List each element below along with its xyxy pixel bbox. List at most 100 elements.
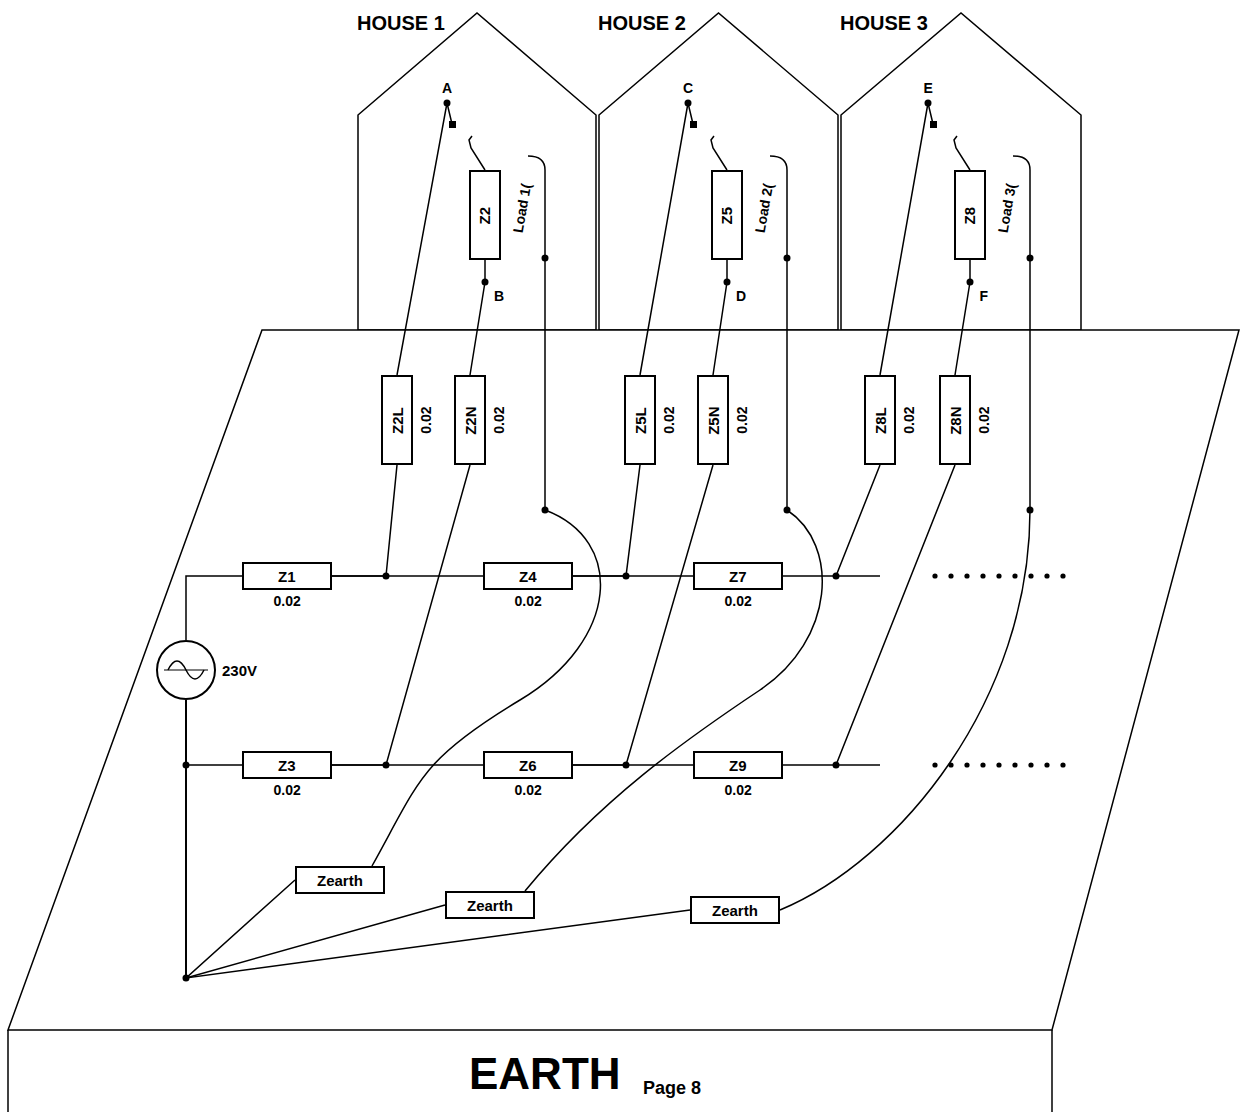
house-title: HOUSE 2 xyxy=(598,12,686,35)
continuation-dot xyxy=(996,762,1001,767)
wire xyxy=(186,700,445,978)
resistor-symbol: Z30.02 xyxy=(242,751,332,779)
house-title: HOUSE 3 xyxy=(840,12,928,35)
resistor-symbol: Z2N0.02 xyxy=(454,375,486,465)
wire xyxy=(470,260,485,375)
impedance-value: 0.02 xyxy=(515,782,542,798)
earth-title: EARTH xyxy=(469,1049,621,1100)
earth-slab-side xyxy=(7,1030,9,1112)
junction-dot xyxy=(784,507,791,514)
earth-resistor: Zearth xyxy=(295,866,385,894)
wire xyxy=(573,465,640,576)
terminal-label: C xyxy=(683,80,693,96)
impedance-value: 0.02 xyxy=(490,406,506,433)
component-label: Z6 xyxy=(519,757,537,774)
impedance-value: 0.02 xyxy=(274,593,301,609)
impedance-value: 0.02 xyxy=(725,593,752,609)
resistor-symbol: Z5N0.02 xyxy=(697,375,729,465)
component-label: Z4 xyxy=(519,568,537,585)
load-bracket xyxy=(770,156,787,258)
sine-wave xyxy=(168,661,204,679)
wire xyxy=(186,700,242,765)
continuation-dot xyxy=(948,762,953,767)
terminal-label: F xyxy=(980,288,989,304)
component-label: Z2 xyxy=(476,206,493,224)
load-bracket xyxy=(1013,156,1030,258)
load-label: Load 2( xyxy=(752,182,776,234)
wire xyxy=(573,465,713,765)
sine-symbol xyxy=(158,642,214,698)
wire xyxy=(783,465,955,765)
terminal-label: B xyxy=(494,288,504,304)
continuation-dot xyxy=(1028,762,1033,767)
house-title: HOUSE 1 xyxy=(357,12,445,35)
resistor-symbol: Z8N0.02 xyxy=(939,375,971,465)
component-label: Z7 xyxy=(729,568,747,585)
resistor-symbol: Z2L0.02 xyxy=(381,375,413,465)
component-label: Z5 xyxy=(718,206,735,224)
load-bracket xyxy=(528,156,545,258)
switch-contact xyxy=(690,121,697,128)
component-label: Z1 xyxy=(278,568,296,585)
ground-plane xyxy=(8,330,1239,1030)
impedance-value: 0.02 xyxy=(515,593,542,609)
component-label: Z8 xyxy=(961,206,978,224)
terminal-label: E xyxy=(924,80,933,96)
continuation-dot xyxy=(1012,573,1017,578)
resistor-symbol: Z8L0.02 xyxy=(864,375,896,465)
line-wire-continuation xyxy=(836,575,880,577)
wire xyxy=(332,465,397,576)
load-label: Load 3( xyxy=(995,182,1019,234)
junction-dot xyxy=(1027,255,1034,262)
earth-wire xyxy=(372,258,600,866)
wire xyxy=(186,576,242,640)
earth-wire xyxy=(780,258,1030,910)
component-label: Z5L xyxy=(631,407,648,434)
resistor-symbol: Z2 xyxy=(469,170,501,260)
wire xyxy=(332,465,470,765)
impedance-value: 0.02 xyxy=(660,406,676,433)
page-number: Page 8 xyxy=(643,1078,701,1099)
continuation-dot xyxy=(932,762,937,767)
continuation-dot xyxy=(1044,573,1049,578)
wire xyxy=(713,260,727,375)
continuation-dot xyxy=(1060,762,1065,767)
component-label: Z5N xyxy=(705,406,722,434)
continuation-dot xyxy=(964,762,969,767)
house-outline: Z8 HOUSE 3 xyxy=(840,12,1082,330)
resistor-symbol: Z40.02 xyxy=(483,562,573,590)
component-label: Z3 xyxy=(278,757,296,774)
resistor-symbol: Z60.02 xyxy=(483,751,573,779)
resistor-symbol: Z90.02 xyxy=(693,751,783,779)
neutral-wire-continuation xyxy=(836,764,880,766)
continuation-dot xyxy=(980,573,985,578)
impedance-value: 0.02 xyxy=(975,406,991,433)
continuation-dot xyxy=(1012,762,1017,767)
house-outline xyxy=(358,13,596,330)
continuation-dot xyxy=(1060,573,1065,578)
junction-dot xyxy=(784,255,791,262)
junction-dot xyxy=(542,507,549,514)
load-label: Load 1( xyxy=(510,182,534,234)
house-outline: Z2 HOUSE 1 xyxy=(357,12,597,330)
continuation-dot xyxy=(1044,762,1049,767)
switch-contact xyxy=(930,121,937,128)
resistor-symbol: Z10.02 xyxy=(242,562,332,590)
impedance-value: 0.02 xyxy=(900,406,916,433)
wire xyxy=(955,260,970,375)
component-label: Z8N xyxy=(947,406,964,434)
component-label: Z8L xyxy=(871,407,888,434)
terminal-label: A xyxy=(442,80,452,96)
wire xyxy=(783,465,880,576)
resistor-symbol: Z5L0.02 xyxy=(624,375,656,465)
house-outline xyxy=(599,13,838,330)
voltage-source: 230V xyxy=(156,640,216,700)
impedance-value: 0.02 xyxy=(417,406,433,433)
house-outline: Z5 HOUSE 2 xyxy=(598,12,839,330)
component-label: Zearth xyxy=(317,872,363,889)
wire xyxy=(186,700,295,978)
component-label: Z2L xyxy=(388,407,405,434)
resistor-symbol: Z5 xyxy=(711,170,743,260)
wire xyxy=(186,700,690,978)
terminal-label: D xyxy=(736,288,746,304)
